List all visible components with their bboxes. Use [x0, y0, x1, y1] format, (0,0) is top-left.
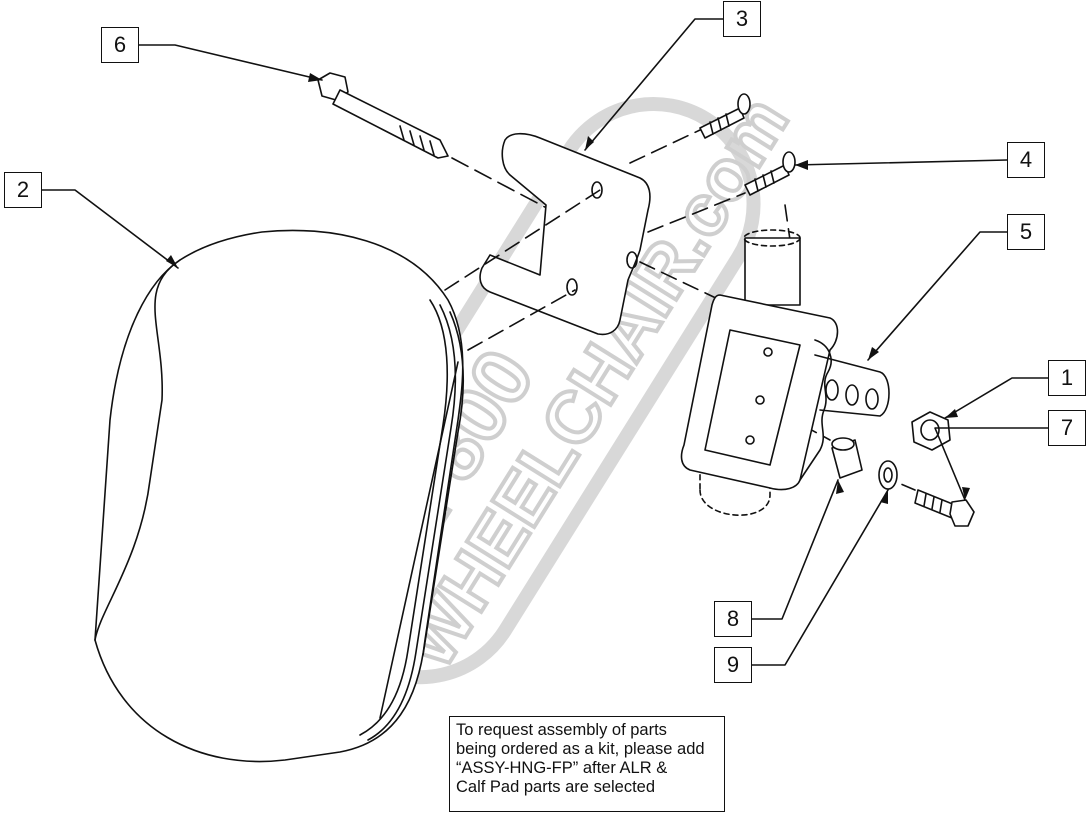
callout-9: 9	[714, 647, 752, 683]
calf-pad	[94, 229, 465, 763]
callout-8: 8	[714, 601, 752, 637]
spacer	[831, 437, 863, 479]
callout-1: 1	[1048, 360, 1086, 396]
leader-lines	[41, 18, 1049, 666]
note-line: being ordered as a kit, please add	[456, 740, 705, 758]
callout-3: 3	[723, 1, 761, 37]
callout-7: 7	[1048, 410, 1086, 446]
arrowheads	[166, 73, 970, 504]
hex-bolt	[317, 72, 561, 216]
callout-6: 6	[101, 27, 139, 63]
note-line: Calf Pad parts are selected	[456, 778, 656, 796]
assembly-note: To request assembly of parts being order…	[449, 716, 725, 812]
callout-4: 4	[1007, 142, 1045, 178]
hinge-clamp	[680, 229, 890, 516]
screws	[699, 93, 796, 196]
callout-5: 5	[1007, 214, 1045, 250]
mounting-bracket	[479, 132, 651, 336]
callout-2: 2	[4, 172, 42, 208]
note-line: “ASSY-HNG-FP” after ALR &	[456, 759, 668, 777]
note-line: To request assembly of parts	[456, 721, 667, 739]
small-bolt	[914, 489, 975, 527]
washer	[878, 460, 898, 490]
